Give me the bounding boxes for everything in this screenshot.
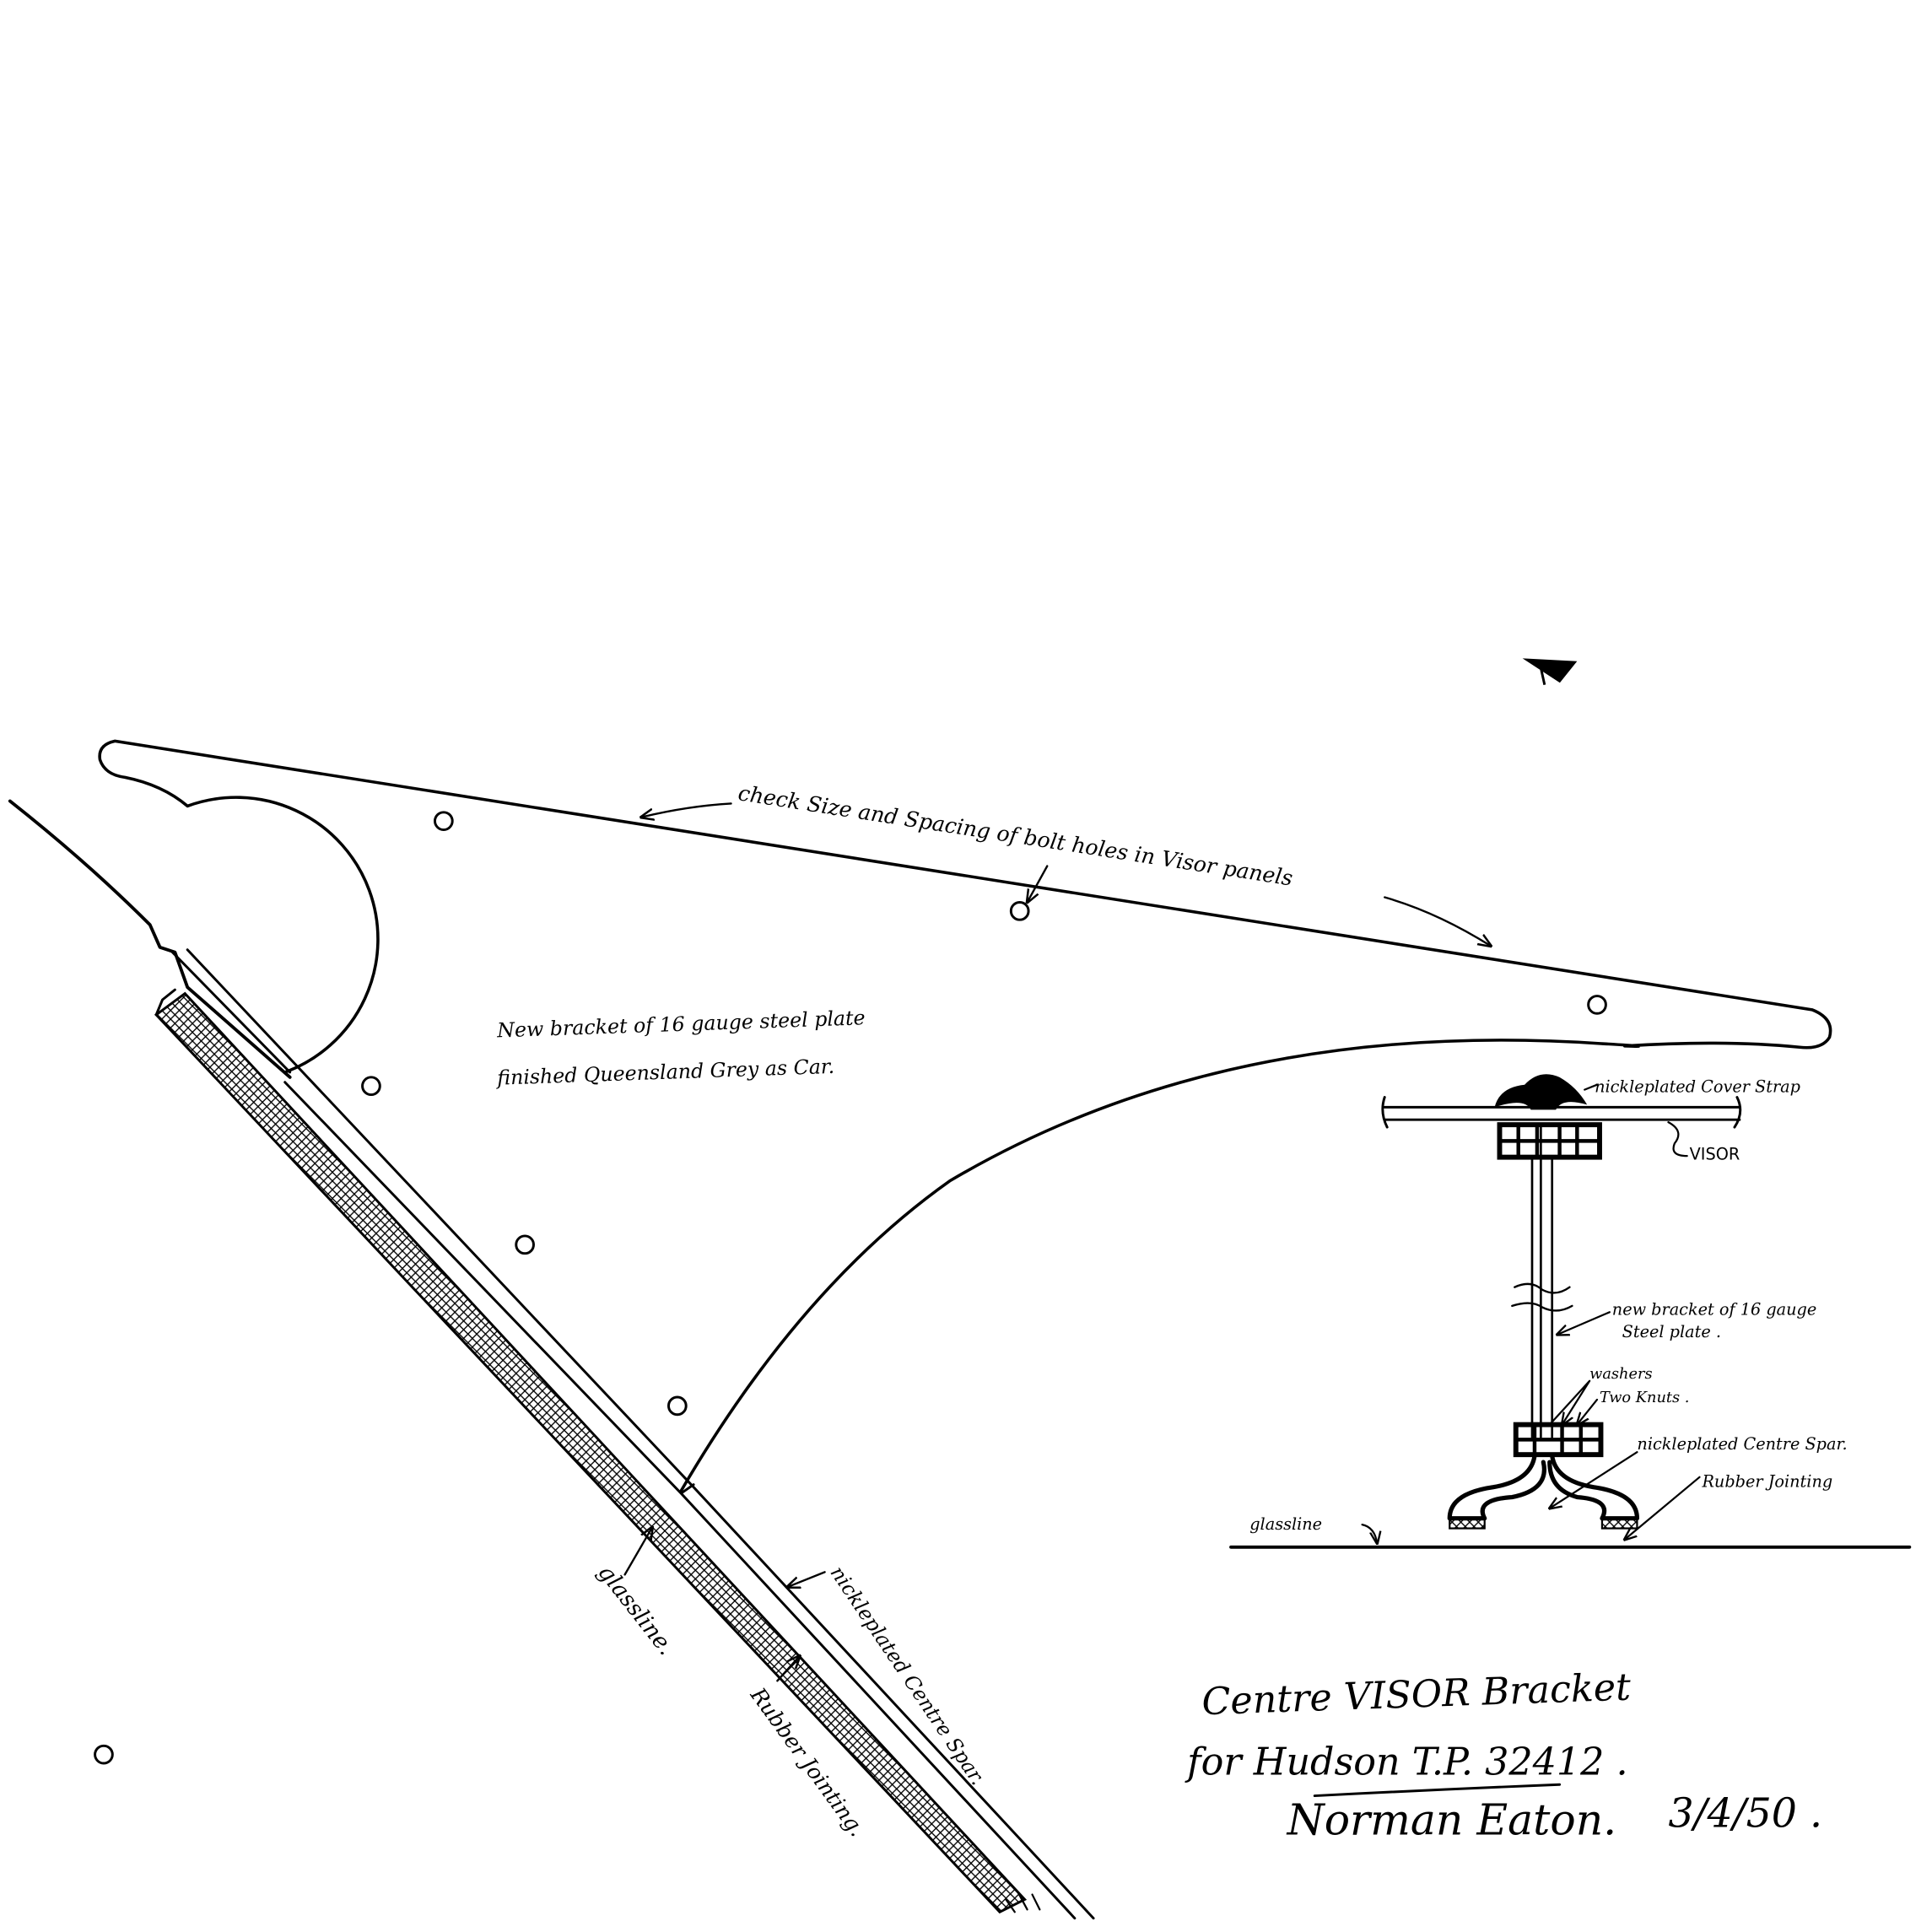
glassline-label: glassline.: [593, 1560, 680, 1660]
bolt-hole: [94, 1744, 114, 1765]
bolt-holes-note: check Size and Spacing of bolt holes in …: [737, 780, 1294, 890]
vertical-bracket: [1530, 1123, 1554, 1438]
bolt-hole: [515, 1234, 535, 1255]
drawing-date: 3/4/50 .: [1668, 1791, 1822, 1838]
stray-mark: [1522, 658, 1578, 686]
section-detail: [1229, 1074, 1912, 1549]
bolt-hole: [361, 1076, 381, 1097]
visor-panel: [1381, 1096, 1742, 1129]
bracket-note-line2: finished Queensland Grey as Car.: [495, 1055, 835, 1090]
rubber-jointing-section-label: Rubber Jointing: [1701, 1472, 1832, 1492]
bolt-hole: [666, 1395, 688, 1417]
bracket-outline: [98, 739, 1832, 1492]
centre-spar-section: [1447, 1454, 1640, 1521]
washers-label: washers: [1589, 1366, 1652, 1383]
glassline-section-label: glassline: [1249, 1514, 1322, 1534]
bolt-hole: [1587, 995, 1607, 1015]
windscreen-edge: [8, 799, 292, 1079]
new-bracket-label-line1: new bracket of 16 gauge: [1612, 1299, 1816, 1319]
drawing-subtitle: for Hudson T.P. 32412 .: [1185, 1740, 1628, 1784]
bolt-hole: [433, 811, 454, 832]
rubber-jointing-pad: [1449, 1517, 1486, 1530]
rubber-jointing-strip: [154, 991, 1028, 1914]
bracket-note-line1: New bracket of 16 gauge steel plate: [496, 1006, 866, 1042]
new-bracket-label-line2: Steel plate .: [1622, 1322, 1721, 1341]
rubber-jointing-pad: [1600, 1517, 1638, 1530]
drawing-title: Centre VISOR Bracket: [1201, 1666, 1632, 1724]
bracket-elevation: [8, 739, 1832, 1920]
centre-spar: [170, 948, 1095, 1920]
bolt-hole: [1009, 900, 1030, 921]
visor-label: VISOR: [1690, 1145, 1740, 1164]
centre-spar-section-label: nickleplated Centre Spar.: [1637, 1434, 1847, 1454]
signature-underline: [1313, 1783, 1562, 1798]
cover-strap: [1494, 1074, 1588, 1110]
signature: Norman Eaton.: [1286, 1794, 1616, 1844]
bolt-holes: [94, 811, 1607, 1765]
cover-strap-label: nickleplated Cover Strap: [1595, 1077, 1800, 1097]
two-knuts-label: Two Knuts .: [1600, 1390, 1689, 1406]
